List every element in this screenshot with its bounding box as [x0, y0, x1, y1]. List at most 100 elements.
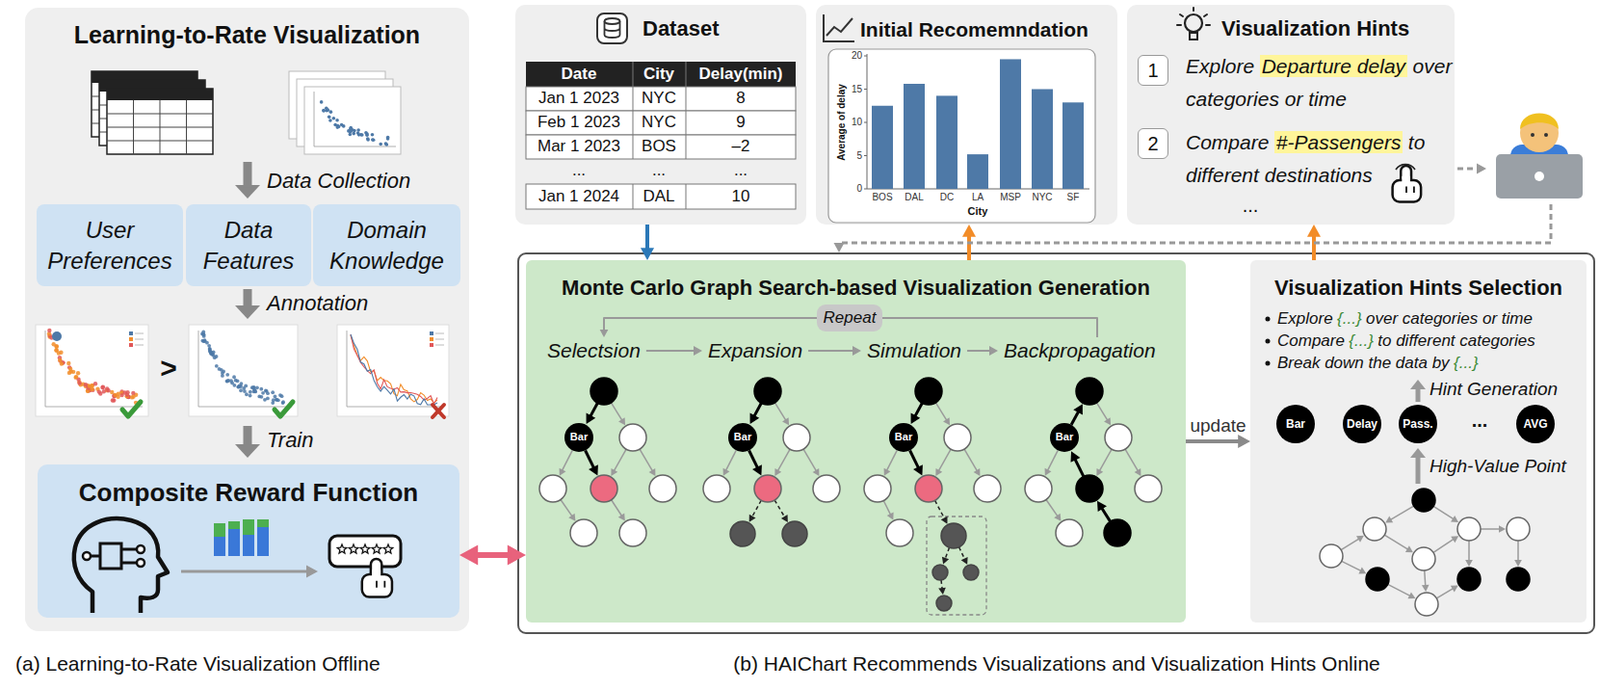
tick-label: NYC [1031, 191, 1052, 204]
scatter-dot [348, 129, 353, 133]
step-label: Annotation [266, 290, 368, 316]
table-row [525, 86, 796, 111]
hint-node: Bar [1276, 404, 1315, 444]
label-holder: BOS [641, 136, 677, 157]
bar [999, 58, 1022, 189]
tick-label: SF [1067, 191, 1080, 204]
scatter-dot [328, 118, 333, 123]
panel-title: Dataset [642, 16, 719, 42]
scatter-dot [370, 137, 375, 142]
label-holder: > [159, 350, 178, 386]
scatter-dot [111, 393, 116, 397]
graph-edge [883, 500, 893, 521]
label-holder: DAL [642, 186, 675, 207]
scatter-dot [280, 393, 285, 398]
star [383, 544, 394, 553]
circuit-dot [82, 551, 91, 560]
axis-title: Average of delay [836, 83, 848, 161]
arrowhead [941, 516, 948, 525]
graph-edge [774, 499, 788, 523]
arrow-line [1517, 540, 1520, 561]
scatter-dot [104, 386, 109, 391]
arrowhead [1053, 513, 1061, 522]
graph-edge [1096, 402, 1111, 425]
arrowhead [961, 556, 969, 565]
graph-edge [1388, 583, 1417, 599]
scatter-dot [242, 389, 247, 394]
connector [459, 544, 526, 565]
graph-node [1363, 517, 1387, 541]
circuit-line [121, 548, 137, 551]
scatter-dot [366, 137, 370, 142]
table-line [632, 61, 634, 87]
graph-edge [938, 579, 946, 595]
graph-node [1103, 519, 1131, 547]
label-holder: NYC [641, 112, 677, 132]
graph-node [932, 564, 948, 580]
ellipsis: ... [1471, 408, 1489, 432]
user-icon [1544, 132, 1548, 137]
star [348, 544, 359, 553]
graph-node [941, 523, 967, 549]
arrow-line [181, 570, 309, 574]
scatter-dot [281, 399, 286, 404]
table-cell: 10 [732, 186, 751, 207]
arrow-line [1096, 402, 1108, 421]
label-holder: ... [1471, 408, 1489, 432]
laptop-icon [1534, 171, 1545, 182]
node-label: Pass. [1402, 417, 1433, 431]
panel-title: Visualization Hints Selection [1274, 275, 1563, 301]
flow-arrow [1410, 447, 1426, 484]
graph-node [944, 423, 971, 451]
arrow-line [1311, 234, 1316, 261]
circuit-line [121, 561, 137, 565]
graph-node [1506, 567, 1530, 591]
bar [967, 154, 989, 189]
graph-node [813, 474, 840, 502]
graph-node [1319, 544, 1343, 568]
panel-fill [37, 464, 460, 618]
bar-icon [228, 521, 240, 529]
graph-edge [559, 449, 574, 475]
arrow-line [585, 449, 595, 469]
arrow-line [560, 498, 573, 517]
scatter-dot [259, 387, 263, 392]
table-line [632, 134, 634, 159]
label-holder: 10 [732, 186, 751, 207]
graph-node [1457, 567, 1481, 591]
label-holder: 0 [856, 183, 863, 195]
bullet [1265, 316, 1271, 322]
stage-arrow [808, 345, 862, 356]
scatter-dot [225, 372, 230, 377]
graph-node: Bar [1049, 422, 1079, 452]
arrow-line [725, 449, 736, 471]
scatter-dot [253, 390, 258, 394]
concept-box: User Preferences [36, 204, 184, 287]
scatter-dot [270, 390, 275, 394]
cross-mark [432, 404, 445, 418]
node-label: Repeat [823, 308, 877, 328]
sentence: Compare#-Passengersto different destinat… [1185, 126, 1458, 192]
label-holder: ... [1242, 193, 1260, 217]
panel-fill [515, 4, 807, 225]
flow-arrow [235, 161, 261, 199]
label-holder: Expansion [708, 338, 803, 363]
bar [1031, 89, 1053, 190]
graph-node [703, 474, 731, 502]
table-cell: City [643, 64, 675, 84]
circuit-icon [100, 543, 122, 569]
tick [864, 188, 867, 190]
scatter-dot [365, 132, 369, 137]
check-mark [274, 401, 293, 417]
table-line [685, 86, 687, 111]
legend-mark [429, 331, 434, 336]
label-holder: Data Collection [266, 168, 411, 194]
graph-edge [586, 402, 599, 424]
flow-arrow [235, 288, 261, 319]
scatter-dot [210, 353, 215, 358]
arrowhead [1450, 535, 1459, 543]
arrow-line [1340, 538, 1360, 551]
scatter-dot [234, 378, 238, 383]
graph-node [1506, 517, 1530, 541]
arrow-line [935, 402, 947, 421]
